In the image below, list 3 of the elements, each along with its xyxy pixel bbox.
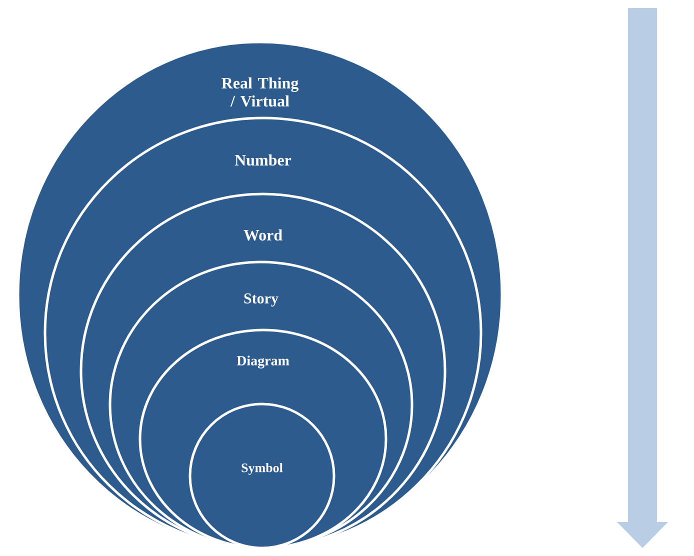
node-label: Diagram (236, 356, 290, 368)
node-label: Symbol (242, 463, 283, 475)
node-label: Number (234, 154, 292, 166)
